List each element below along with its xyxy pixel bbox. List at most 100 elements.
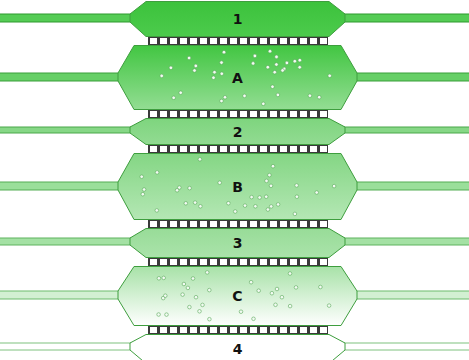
membrane-pore (290, 38, 297, 44)
particle (162, 276, 166, 280)
membrane-pore (240, 38, 247, 44)
membrane-pore (230, 259, 237, 265)
particle (205, 271, 209, 275)
membrane-pore (260, 221, 267, 227)
membrane-pore (270, 111, 277, 117)
compartment-label: 1 (233, 12, 243, 26)
membrane-pore (250, 111, 257, 117)
particle (194, 64, 198, 68)
membrane-pore (260, 259, 267, 265)
membrane-pore (250, 146, 257, 152)
membrane-pore (280, 259, 287, 265)
particle (295, 184, 299, 188)
membrane-pore (160, 221, 167, 227)
particle (258, 196, 262, 200)
membrane-pore (180, 111, 187, 117)
membrane-pore (260, 111, 267, 117)
membrane-pore (310, 259, 317, 265)
membrane-pore (190, 259, 197, 265)
membrane-pore (280, 221, 287, 227)
particle (243, 204, 247, 208)
particle (157, 313, 161, 317)
particle (155, 209, 159, 213)
membrane-pore (180, 38, 187, 44)
particle (270, 291, 274, 295)
particle (269, 184, 273, 188)
membrane-pore (270, 146, 277, 152)
membrane-pore (190, 38, 197, 44)
particle (186, 286, 190, 290)
particle (298, 66, 302, 70)
particle (328, 74, 332, 78)
membrane-pore (230, 111, 237, 117)
particle (266, 65, 270, 69)
particle (294, 286, 298, 290)
membrane-pore (240, 327, 247, 333)
membrane-pore (220, 259, 227, 265)
particle (253, 54, 257, 58)
membrane-pore (180, 146, 187, 152)
membrane-strip (148, 145, 328, 153)
particle (181, 293, 185, 297)
particle (271, 164, 275, 168)
particle (220, 99, 224, 103)
membrane-pore (300, 38, 307, 44)
membrane-pore (270, 221, 277, 227)
membrane-pore (210, 327, 217, 333)
membrane-pore (280, 111, 287, 117)
membrane-strip (148, 110, 328, 118)
particle (275, 55, 279, 59)
band-outline (118, 267, 357, 326)
band-outline (118, 154, 357, 220)
particle (319, 285, 323, 289)
membrane-pore (230, 38, 237, 44)
particle (254, 205, 258, 209)
particle (275, 287, 279, 291)
membrane-pore (240, 111, 247, 117)
membrane-pore (210, 221, 217, 227)
membrane-pore (320, 327, 327, 333)
particle (201, 303, 205, 307)
membrane-pore (320, 111, 327, 117)
membrane-pore (240, 221, 247, 227)
membrane-pore (290, 111, 297, 117)
membrane-pore (310, 221, 317, 227)
membrane-pore (180, 327, 187, 333)
membrane-pore (160, 146, 167, 152)
membrane-pore (280, 146, 287, 152)
compartment-band: B (118, 153, 357, 220)
membrane-pore (320, 259, 327, 265)
particle (293, 59, 297, 63)
membrane-pore (200, 146, 207, 152)
membrane-pore (270, 327, 277, 333)
membrane-pore (210, 111, 217, 117)
particle (193, 201, 197, 205)
particle (182, 282, 186, 286)
particle (243, 94, 247, 98)
compartment-label: B (232, 180, 243, 194)
membrane-pore (180, 221, 187, 227)
membrane-pore (290, 259, 297, 265)
membrane-strip (148, 37, 328, 45)
particle (288, 304, 292, 308)
membrane-pore (310, 111, 317, 117)
particle (250, 195, 254, 199)
particle (257, 289, 261, 293)
membrane-pore (150, 259, 157, 265)
membrane-pore (160, 327, 167, 333)
membrane-pore (260, 146, 267, 152)
membrane-strip (148, 258, 328, 266)
membrane-pore (150, 146, 157, 152)
membrane-pore (250, 38, 257, 44)
compartment-label: 3 (233, 236, 243, 250)
particle (222, 50, 226, 54)
membrane-pore (260, 38, 267, 44)
particle (266, 208, 270, 212)
membrane-pore (160, 111, 167, 117)
particle (332, 184, 336, 188)
compartment-label: C (232, 289, 242, 303)
particle (141, 192, 145, 196)
particle (223, 96, 227, 100)
particle (269, 205, 273, 209)
